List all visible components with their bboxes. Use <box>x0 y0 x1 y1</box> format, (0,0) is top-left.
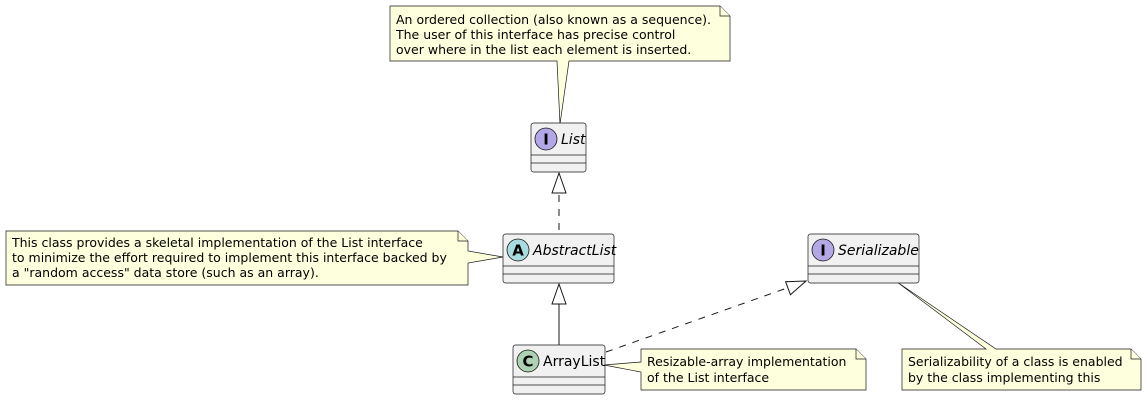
class-abstractlist-name: AbstractList <box>532 243 617 259</box>
note-abstractlist-line-1: This class provides a skeletal implement… <box>11 235 423 250</box>
class-abstractlist-badge: A <box>512 242 524 260</box>
arraylist-extends-abstractlist <box>551 282 567 345</box>
note-abstractlist-line-3: a "random access" data store (such as an… <box>12 265 319 280</box>
note-list-line-1: An ordered collection (also known as a s… <box>396 12 711 27</box>
note-list-line-3: over where in the list each element is i… <box>396 42 691 57</box>
interface-badge-icon <box>811 238 835 262</box>
class-serializable[interactable]: I Serializable <box>807 233 920 284</box>
note-arraylist-line-2: of the List interface <box>647 370 769 385</box>
class-badge-icon <box>516 349 540 373</box>
abstract-badge-icon <box>506 238 530 262</box>
class-serializable-name: Serializable <box>838 243 919 259</box>
class-arraylist-name: ArrayList <box>543 354 606 370</box>
interface-badge-icon <box>534 127 558 151</box>
abstractlist-implements-list <box>551 171 567 230</box>
class-list-badge: I <box>543 131 549 149</box>
note-serializable-line-1: Serializability of a class is enabled <box>908 354 1123 369</box>
note-list-line-2: The user of this interface has precise c… <box>395 27 675 42</box>
note-abstractlist: This class provides a skeletal implement… <box>5 230 504 286</box>
class-list[interactable]: I List <box>530 122 587 173</box>
class-arraylist-badge: C <box>522 353 533 371</box>
class-serializable-badge: I <box>820 242 826 260</box>
arraylist-implements-serializable <box>605 280 808 353</box>
note-serializable: Serializability of a class is enabled by… <box>896 281 1142 391</box>
class-list-name: List <box>561 132 586 148</box>
note-serializable-line-2: by the class implementing this <box>908 370 1100 385</box>
note-arraylist: Resizable-array implementation of the Li… <box>603 348 867 391</box>
note-arraylist-line-1: Resizable-array implementation <box>647 354 846 369</box>
note-list: An ordered collection (also known as a s… <box>389 5 731 125</box>
note-abstractlist-line-2: to minimize the effort required to imple… <box>12 250 447 265</box>
class-arraylist[interactable]: C ArrayList <box>512 344 606 395</box>
class-abstractlist[interactable]: A AbstractList <box>502 233 617 284</box>
